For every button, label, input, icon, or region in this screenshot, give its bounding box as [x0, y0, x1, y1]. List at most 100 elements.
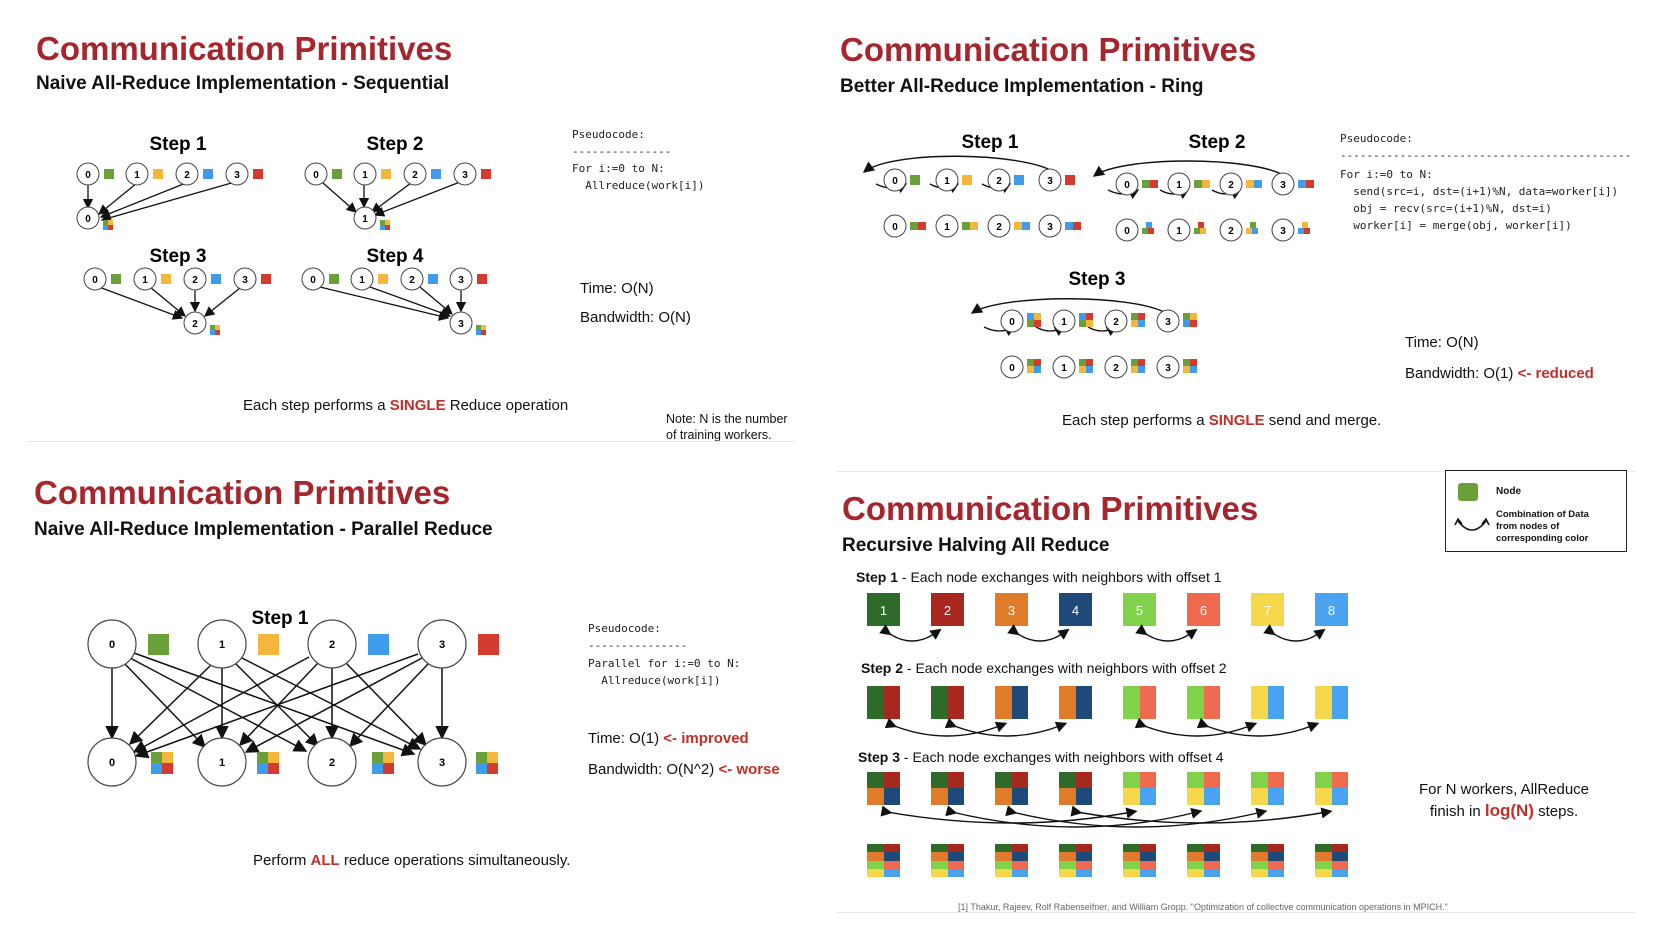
seq-step-3: 0 1 2 3 2 — [83, 267, 271, 335]
step-1-heading: Step 1 - Each node exchanges with neighb… — [856, 569, 1222, 585]
svg-text:2: 2 — [412, 170, 418, 181]
svg-text:0: 0 — [1009, 363, 1015, 374]
panel-ring: Communication Primitives Better All-Redu… — [832, 0, 1664, 470]
step-3-label: Step 3 — [149, 246, 206, 267]
svg-text:2: 2 — [1228, 180, 1234, 191]
pseudocode-rule: ----------------------------------------… — [1340, 149, 1632, 162]
svg-text:0: 0 — [1124, 226, 1130, 237]
svg-text:2: 2 — [1113, 363, 1119, 374]
step-1-text: - Each node exchanges with neighbors wit… — [898, 569, 1222, 585]
pseudocode-label: Pseudocode: — [588, 622, 661, 635]
time-complexity: Time: O(1) <- improved — [588, 730, 749, 747]
svg-text:3: 3 — [439, 639, 445, 651]
divider-top-right — [836, 471, 1636, 472]
step-1-label: Step 1 — [149, 134, 206, 155]
svg-text:3: 3 — [1280, 180, 1286, 191]
svg-text:1: 1 — [1061, 317, 1067, 328]
caption-pre: Each step performs a — [1062, 412, 1209, 429]
svg-text:2: 2 — [996, 222, 1002, 233]
reference-citation: [1] Thakur, Rajeev, Rolf Rabenseifner, a… — [958, 902, 1448, 912]
caption: Each step performs a SINGLE Reduce opera… — [243, 397, 568, 414]
node-label: 8 — [1328, 603, 1335, 618]
svg-text:1: 1 — [359, 275, 365, 286]
node-label: 2 — [944, 603, 951, 618]
svg-text:3: 3 — [234, 170, 240, 181]
caption-post: reduce operations simultaneously. — [339, 852, 571, 869]
svg-text:1: 1 — [944, 222, 950, 233]
svg-text:1: 1 — [1176, 180, 1182, 191]
pseudocode-label: Pseudocode: — [572, 128, 645, 141]
bandwidth-complexity: Bandwidth: O(N^2) <- worse — [588, 761, 780, 778]
svg-text:2: 2 — [329, 639, 335, 651]
node-label: 7 — [1264, 603, 1271, 618]
step-2-text: - Each node exchanges with neighbors wit… — [903, 660, 1227, 676]
time-emphasis: <- improved — [663, 730, 749, 747]
svg-text:0: 0 — [109, 757, 115, 769]
pseudocode-block: For i:=0 to N: Allreduce(work[i]) — [572, 162, 705, 192]
node-label: 6 — [1200, 603, 1207, 618]
caption-emphasis: SINGLE — [1208, 412, 1265, 429]
svg-text:1: 1 — [1061, 363, 1067, 374]
svg-text:2: 2 — [409, 275, 415, 286]
parallel-top-nodes: 0 1 2 3 — [87, 619, 499, 669]
seq-step-4: 0 1 2 3 3 — [301, 267, 487, 335]
svg-text:3: 3 — [1280, 226, 1286, 237]
halving-diagram: 1 2 3 4 5 6 7 8 — [867, 593, 1348, 877]
svg-text:3: 3 — [439, 757, 445, 769]
ring-diagram: Step 1 Step 2 Step 3 0 1 2 3 0 1 — [862, 132, 1314, 379]
divider-bottom-right — [836, 912, 1636, 913]
svg-text:1: 1 — [219, 639, 225, 651]
bandwidth-complexity: Bandwidth: O(1) <- reduced — [1405, 365, 1594, 382]
svg-text:2: 2 — [1113, 317, 1119, 328]
svg-text:1: 1 — [219, 757, 225, 769]
note: Note: N is the number of training worker… — [666, 412, 788, 442]
panel-title: Communication Primitives — [34, 474, 451, 511]
bandwidth-complexity: Bandwidth: O(N) — [580, 309, 691, 326]
svg-text:3: 3 — [458, 275, 464, 286]
caption-emphasis: ALL — [310, 852, 340, 869]
svg-text:2: 2 — [1228, 226, 1234, 237]
pseudocode-rule: --------------- — [588, 639, 688, 652]
legend-box: Node Combination of Data from nodes of c… — [1445, 470, 1627, 552]
swap-arrows-icon — [1454, 517, 1490, 531]
svg-text:3: 3 — [242, 275, 248, 286]
svg-text:2: 2 — [184, 170, 190, 181]
caption-emphasis: SINGLE — [389, 397, 446, 414]
step-4-label: Step 4 — [366, 246, 423, 267]
step-3-text: - Each node exchanges with neighbors wit… — [900, 749, 1224, 765]
parallel-diagram: Step 1 0 1 — [87, 608, 499, 787]
step-1-label: Step 1 — [961, 132, 1018, 153]
step-3-label: Step 3 — [1068, 269, 1125, 290]
time-pre: Time: O(1) — [588, 730, 664, 747]
halving-step-3-row — [867, 772, 1348, 805]
summary-post: steps. — [1533, 803, 1579, 820]
svg-text:3: 3 — [1047, 222, 1053, 233]
step-2-label: Step 2 — [366, 134, 423, 155]
caption-post: Reduce operation — [445, 397, 569, 414]
svg-text:0: 0 — [313, 170, 319, 181]
svg-text:0: 0 — [310, 275, 316, 286]
legend-node-swatch — [1458, 483, 1478, 501]
svg-text:1: 1 — [362, 214, 368, 225]
pseudocode-label: Pseudocode: — [1340, 132, 1413, 145]
summary-pre: For N workers, AllReduce finish in — [1418, 781, 1590, 820]
step-2-label: Step 2 — [1188, 132, 1245, 153]
ring-step-3: 0 1 2 3 0 1 2 3 — [970, 298, 1197, 379]
caption-pre: Perform — [253, 852, 311, 869]
svg-text:0: 0 — [109, 639, 115, 651]
svg-text:3: 3 — [462, 170, 468, 181]
svg-text:2: 2 — [192, 275, 198, 286]
step-2-heading: Step 2 - Each node exchanges with neighb… — [861, 660, 1227, 676]
bandwidth-emphasis: <- reduced — [1517, 365, 1594, 382]
bandwidth-pre: Bandwidth: O(N^2) — [588, 761, 719, 778]
caption-post: send and merge. — [1264, 412, 1382, 429]
panel-subtitle: Better All-Reduce Implementation - Ring — [840, 76, 1204, 97]
node-label: 5 — [1136, 603, 1143, 618]
node-label: 3 — [1008, 603, 1015, 618]
svg-text:1: 1 — [362, 170, 368, 181]
svg-text:1: 1 — [134, 170, 140, 181]
halving-nodes-row: 1 2 3 4 5 6 7 8 — [867, 593, 1348, 626]
svg-text:2: 2 — [192, 319, 198, 330]
step-3-label: Step 3 — [858, 749, 901, 765]
